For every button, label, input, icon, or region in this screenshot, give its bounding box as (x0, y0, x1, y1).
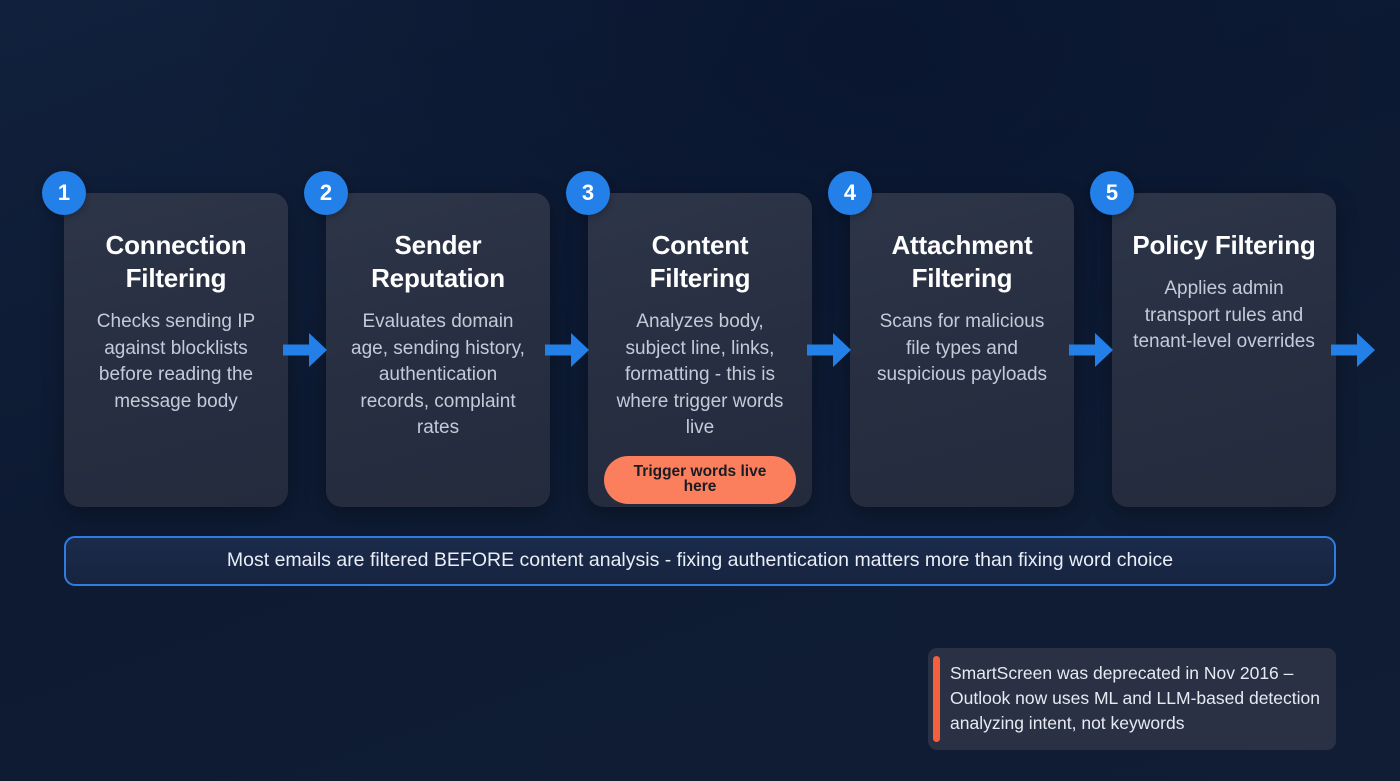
step-card[interactable]: Content Filtering Analyzes body, subject… (588, 193, 812, 507)
step-description: Scans for malicious file types and suspi… (876, 311, 1048, 385)
pipeline-step-3[interactable]: Content Filtering Analyzes body, subject… (566, 171, 812, 507)
arrow-right-icon (545, 333, 589, 367)
trigger-words-badge: Trigger words live here (604, 455, 796, 504)
step-card[interactable]: Sender Reputation Evaluates domain age, … (326, 193, 550, 507)
arrow-right-icon (283, 333, 327, 367)
footnote-callout: SmartScreen was deprecated in Nov 2016 –… (928, 648, 1336, 750)
step-number-badge: 5 (1090, 171, 1134, 215)
summary-banner: Most emails are filtered BEFORE content … (64, 536, 1336, 586)
footnote-accent-bar (933, 656, 940, 742)
step-card[interactable]: Policy Filtering Applies admin transport… (1112, 193, 1336, 507)
arrow-right-icon (1331, 333, 1375, 367)
step-number-badge: 4 (828, 171, 872, 215)
step-card[interactable]: Connection Filtering Checks sending IP a… (64, 193, 288, 507)
step-title: Attachment Filtering (891, 230, 1033, 293)
arrow-right-icon (1069, 333, 1113, 367)
step-description: Applies admin transport rules and tenant… (1133, 278, 1315, 352)
step-card[interactable]: Attachment Filtering Scans for malicious… (850, 193, 1074, 507)
pipeline-step-2[interactable]: Sender Reputation Evaluates domain age, … (304, 171, 550, 507)
filtering-pipeline: Connection Filtering Checks sending IP a… (0, 171, 1400, 507)
step-description: Checks sending IP against blocklists bef… (96, 311, 256, 412)
step-title: Sender Reputation (371, 230, 505, 293)
step-title: Connection Filtering (105, 230, 247, 293)
step-description: Evaluates domain age, sending history, a… (351, 311, 525, 438)
step-title: Content Filtering (649, 230, 751, 293)
step-title: Policy Filtering (1132, 230, 1316, 260)
footnote-text: SmartScreen was deprecated in Nov 2016 –… (950, 663, 1320, 733)
pipeline-step-1[interactable]: Connection Filtering Checks sending IP a… (42, 171, 288, 507)
step-description: Analyzes body, subject line, links, form… (616, 311, 784, 438)
step-number-badge: 1 (42, 171, 86, 215)
step-number-badge: 3 (566, 171, 610, 215)
summary-banner-text: Most emails are filtered BEFORE content … (226, 549, 1174, 572)
pipeline-step-5[interactable]: Policy Filtering Applies admin transport… (1090, 171, 1336, 507)
arrow-right-icon (807, 333, 851, 367)
step-number-badge: 2 (304, 171, 348, 215)
pipeline-step-4[interactable]: Attachment Filtering Scans for malicious… (828, 171, 1074, 507)
